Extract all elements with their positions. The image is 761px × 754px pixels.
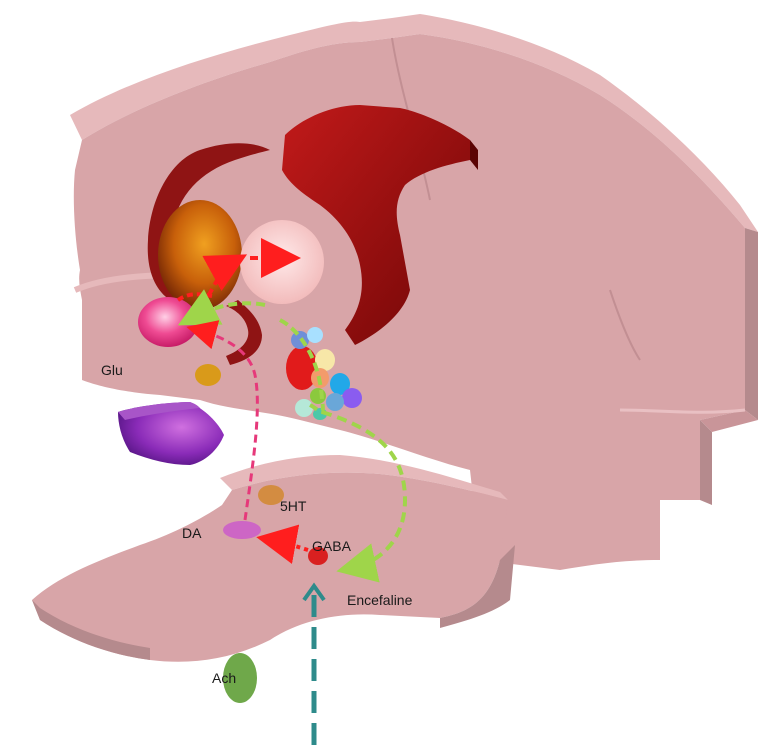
nucleus-accumbens: [138, 297, 198, 347]
substantia-nigra-da: [223, 521, 261, 539]
label-da: DA: [182, 525, 201, 541]
putamen: [240, 220, 324, 304]
label-5ht: 5HT: [280, 498, 306, 514]
label-gaba: GABA: [312, 538, 351, 554]
label-encefaline: Encefaline: [347, 592, 412, 608]
thalamus-nucleus: [326, 393, 344, 411]
thalamus-nucleus: [342, 388, 362, 408]
thalamus-nucleus: [307, 327, 323, 343]
thalamus-nucleus: [295, 399, 313, 417]
label-glu: Glu: [101, 362, 123, 378]
cortex-side-face: [745, 228, 758, 420]
cortex-side-lower: [700, 420, 712, 505]
small-orange-nucleus: [195, 364, 221, 386]
label-ach: Ach: [212, 670, 236, 686]
